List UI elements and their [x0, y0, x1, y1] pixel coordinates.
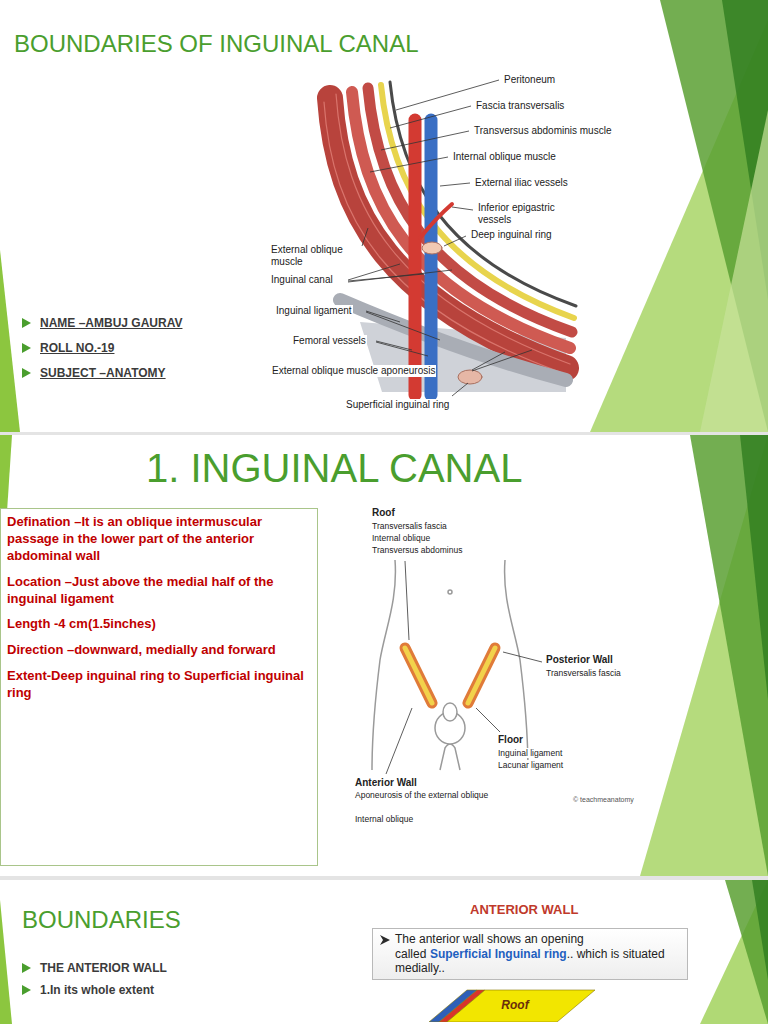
- bullet-text: THE ANTERIOR WALL: [40, 961, 167, 975]
- leader-lines: [386, 561, 542, 774]
- slide-title: BOUNDARIES OF INGUINAL CANAL: [14, 30, 419, 59]
- definition-text: Extent-Deep inguinal ring to Superficial…: [7, 668, 311, 702]
- definition-text: Defination –It is an oblique intermuscul…: [7, 514, 311, 565]
- part-label: External iliac vessels: [474, 177, 569, 189]
- part-label: Peritoneum: [503, 74, 556, 86]
- arrow-bullet: [379, 934, 391, 946]
- wall-part: Internal oblique: [355, 814, 413, 824]
- wall-heading: Roof: [372, 507, 395, 519]
- definition-box: Defination –It is an oblique intermuscul…: [0, 508, 318, 866]
- part-label: Transversus abdominis muscle: [473, 125, 612, 137]
- part-label: Inguinal ligament: [275, 305, 353, 317]
- roof-shape: Roof: [425, 988, 595, 1022]
- green-decor: [0, 880, 768, 1024]
- credit-note: © teachmeanatomy: [573, 796, 634, 804]
- definition-text: Length -4 cm(1.5inches): [7, 616, 311, 633]
- callout-text: Superficial Inguinal ring: [430, 947, 567, 961]
- green-decor: [0, 435, 768, 876]
- part-label: External oblique muscle: [270, 244, 360, 267]
- slide-title: 1. INGUINAL CANAL: [146, 444, 522, 492]
- wall-part: Aponeurosis of the external oblique: [355, 790, 490, 800]
- wall-part: Lacunar ligament: [498, 760, 563, 770]
- part-label: Inferior epigastric vessels: [477, 202, 561, 225]
- slide-title: BOUNDARIES: [22, 906, 181, 935]
- part-label: External oblique muscle aponeurosis: [271, 365, 436, 377]
- callout-box: The anterior wall shows an opening calle…: [372, 928, 688, 980]
- body-outline: [372, 560, 528, 770]
- bullet-text: ROLL NO.-19: [40, 341, 114, 355]
- bullet-text: 1.In its whole extent: [40, 983, 154, 997]
- wall-heading: Floor: [498, 734, 523, 746]
- part-label: Inguinal canal: [270, 274, 334, 286]
- part-label: Fascia transversalis: [475, 100, 565, 112]
- definition-text: Location –Just above the medial half of …: [7, 574, 311, 608]
- wall-part: Transversalis fascia: [546, 668, 621, 678]
- wall-heading: Anterior Wall: [355, 777, 417, 789]
- part-label: Deep inguinal ring: [470, 229, 553, 241]
- definition-text: Direction –downward, medially and forwar…: [7, 642, 311, 659]
- part-label: Superficial inguinal ring: [345, 399, 450, 411]
- canal-bars: [405, 648, 495, 703]
- wall-part: Internal oblique: [372, 533, 430, 543]
- wall-part: Inguinal ligament: [498, 748, 562, 758]
- shape-label: Roof: [491, 998, 528, 1012]
- image-heading: ANTERIOR WALL: [470, 902, 578, 918]
- part-label: Femoral vessels: [292, 335, 367, 347]
- bullet-text: NAME –AMBUJ GAURAV: [40, 316, 182, 330]
- green-decor: [0, 0, 768, 432]
- part-label: Internal oblique muscle: [452, 151, 557, 163]
- bullet-text: SUBJECT –ANATOMY: [40, 366, 166, 380]
- wall-part: Transversalis fascia: [372, 521, 447, 531]
- slide-gap: [0, 876, 768, 880]
- wall-heading: Posterior Wall: [546, 654, 613, 666]
- wall-part: Transversus abdominus: [372, 545, 462, 555]
- slide-gap: [0, 432, 768, 435]
